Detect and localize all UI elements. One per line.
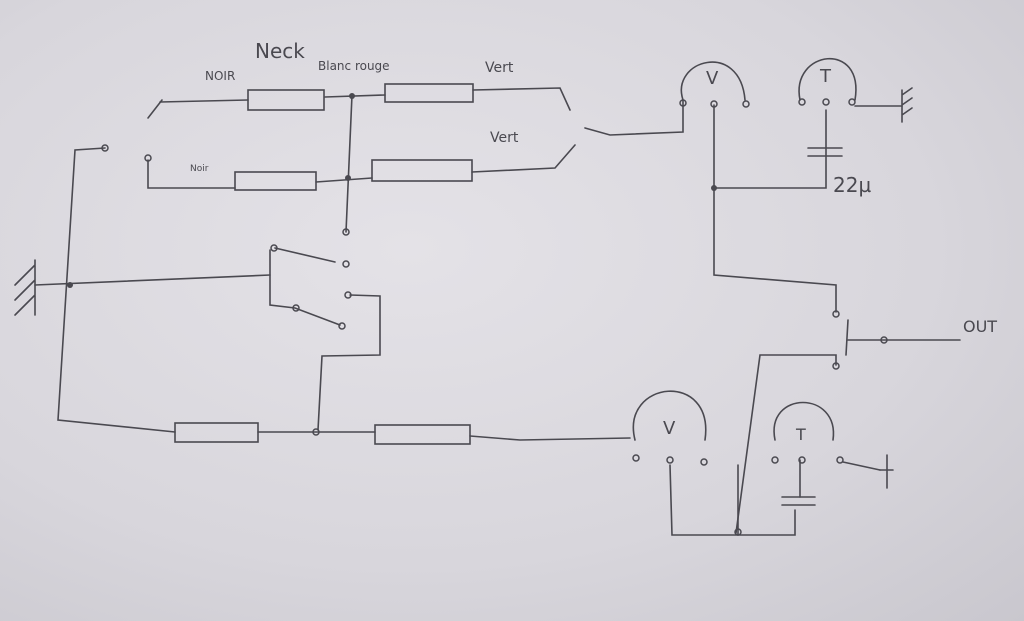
label-neck: Neck (255, 39, 305, 63)
label-pot-volume-bottom: V (663, 418, 676, 439)
wires (34, 87, 961, 536)
label-capacitor-value: 22µ (833, 173, 871, 197)
terminals (67, 93, 888, 536)
label-pot-tone-top: T (819, 66, 832, 87)
label-noir-mid: Noir (190, 164, 209, 174)
label-pot-volume-top: V (706, 68, 719, 89)
label-vert-top: Vert (485, 60, 514, 76)
ground-symbols (14, 87, 913, 489)
label-out: OUT (963, 317, 997, 336)
potentiometers (632, 57, 857, 441)
label-vert-mid: Vert (490, 130, 519, 146)
label-pot-tone-bottom: T (795, 425, 806, 444)
capacitors (781, 147, 843, 506)
pickup-coils (174, 83, 474, 445)
labels: Neck NOIR Blanc rouge Vert Vert Noir V T… (190, 39, 997, 444)
label-blanc-rouge: Blanc rouge (318, 59, 390, 73)
label-noir-top: NOIR (205, 69, 235, 83)
